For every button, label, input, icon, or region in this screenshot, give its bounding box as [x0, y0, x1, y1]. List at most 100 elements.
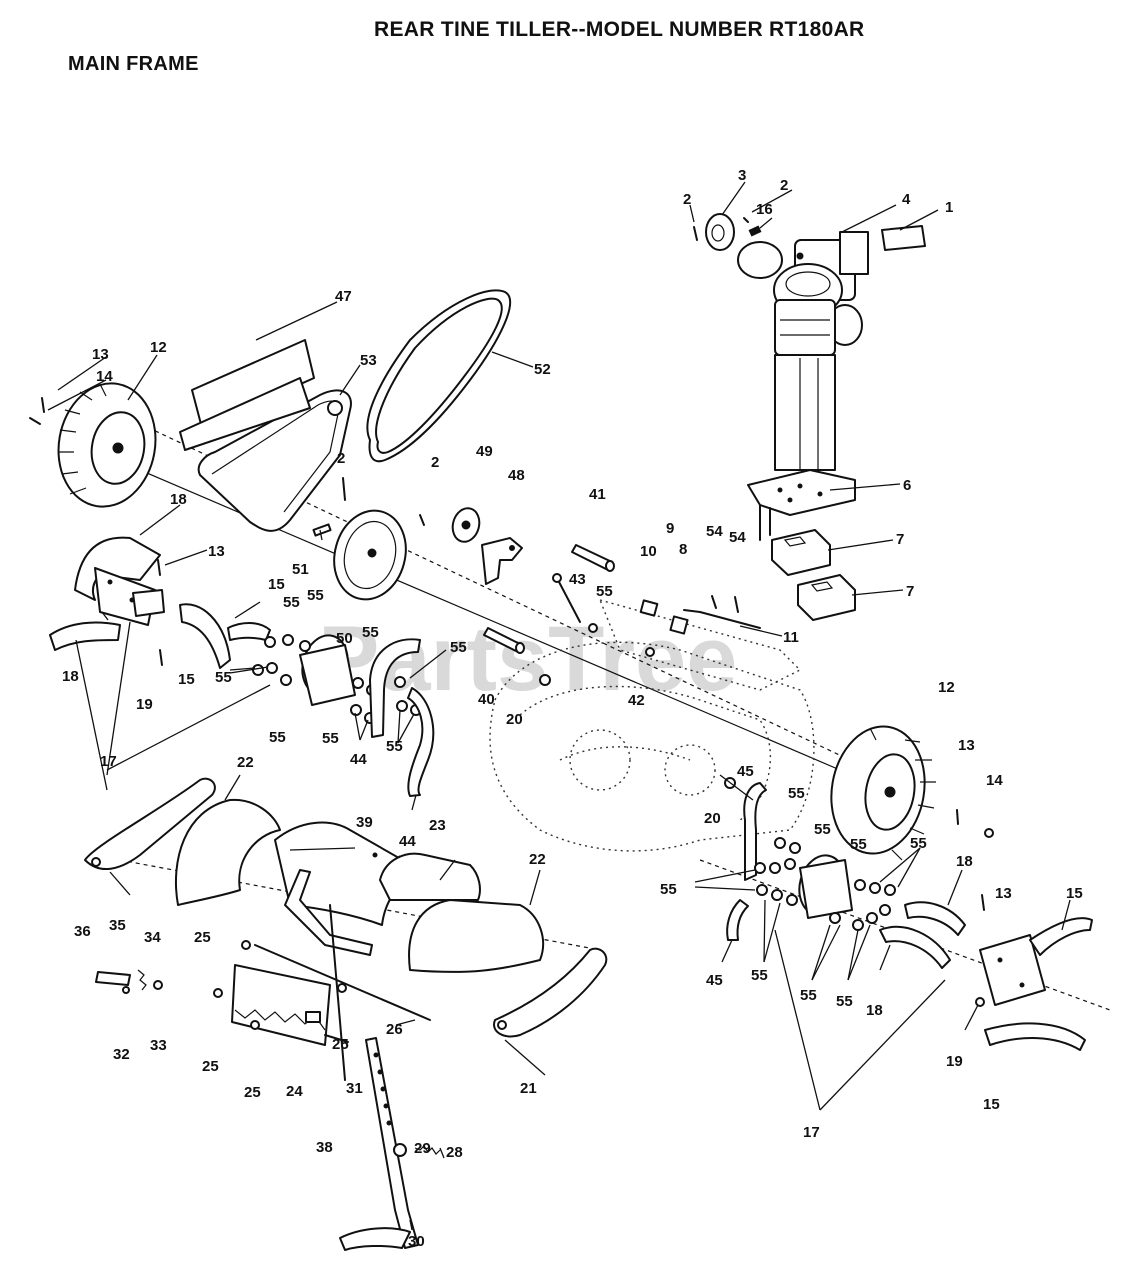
callout: 45	[737, 763, 754, 780]
callout: 49	[476, 443, 493, 460]
callout: 18	[62, 668, 79, 685]
callout: 48	[508, 467, 525, 484]
callout: 14	[96, 368, 113, 385]
callout: 15	[983, 1096, 1000, 1113]
callout: 52	[534, 361, 551, 378]
depth-bar-assembly	[213, 869, 441, 1251]
callout: 24	[286, 1083, 303, 1100]
callout: 25	[332, 1036, 349, 1053]
callout: 10	[640, 543, 657, 560]
callout: 7	[896, 531, 904, 548]
callout: 17	[100, 753, 117, 770]
callout: 51	[292, 561, 309, 578]
callout: 55	[850, 836, 867, 853]
callout: 35	[109, 917, 126, 934]
callout: 15	[1066, 885, 1083, 902]
callout: 20	[506, 711, 523, 728]
callout: 43	[569, 571, 586, 588]
frame-plate	[598, 598, 802, 691]
callout: 55	[596, 583, 613, 600]
callout: 44	[399, 833, 416, 850]
callout: 55	[660, 881, 677, 898]
callout: 14	[986, 772, 1003, 789]
callout: 19	[946, 1053, 963, 1070]
callout: 13	[208, 543, 225, 560]
right-wheel	[830, 725, 994, 861]
callout: 55	[283, 594, 300, 611]
callout: 32	[113, 1046, 130, 1063]
callout: 50	[336, 630, 353, 647]
callout: 18	[170, 491, 187, 508]
callout: 55	[322, 730, 339, 747]
callout: 55	[800, 987, 817, 1004]
callout: 9	[666, 520, 674, 537]
callout: 55	[910, 835, 927, 852]
callout: 25	[202, 1058, 219, 1075]
callout: 22	[529, 851, 546, 868]
callout: 30	[408, 1233, 425, 1250]
callout: 53	[360, 352, 377, 369]
latch-assembly	[95, 969, 163, 994]
tine-shields	[84, 777, 608, 1038]
callout: 38	[316, 1139, 333, 1156]
left-wheel	[29, 382, 157, 508]
callout: 7	[906, 583, 914, 600]
left-tine-assembly	[49, 536, 435, 797]
large-pulley	[333, 509, 407, 601]
cotter-pins	[312, 477, 425, 537]
callout: 25	[194, 929, 211, 946]
callout: 11	[783, 629, 799, 646]
callout: 31	[346, 1080, 363, 1097]
callout: 45	[706, 972, 723, 989]
spacer-blocks	[771, 529, 856, 621]
idler-pulley	[451, 507, 481, 543]
callout: 39	[356, 814, 373, 831]
callout: 34	[144, 929, 161, 946]
callout: 19	[136, 696, 153, 713]
callout: 15	[268, 576, 285, 593]
callout: 55	[307, 587, 324, 604]
callout: 55	[215, 669, 232, 686]
callout: 55	[788, 785, 805, 802]
callout: 2	[683, 191, 691, 208]
callout: 55	[450, 639, 467, 656]
shafts	[483, 544, 615, 654]
callout: 2	[337, 450, 345, 467]
callout: 2	[431, 454, 439, 471]
callout: 54	[706, 523, 723, 540]
callout-numbers: 1 2 2 2 2 3 4 6 7 7 8 9 10 11 12 12 13 1…	[62, 167, 1083, 1250]
tine-housing	[489, 641, 815, 852]
callout: 55	[751, 967, 768, 984]
engine-support-frame	[747, 354, 856, 541]
callout: 55	[836, 993, 853, 1010]
decal-strip	[179, 339, 315, 451]
callout: 29	[414, 1140, 431, 1157]
callout: 54	[729, 529, 746, 546]
engine-pulley	[693, 213, 762, 251]
callout: 12	[938, 679, 955, 696]
drive-belt	[366, 289, 511, 463]
callout: 4	[902, 191, 911, 208]
idler-bracket	[481, 537, 523, 585]
belt-guard	[197, 389, 352, 532]
callout: 13	[995, 885, 1012, 902]
callout: 33	[150, 1037, 167, 1054]
callout: 15	[178, 671, 195, 688]
callout: 47	[335, 288, 352, 305]
callout: 2	[780, 177, 788, 194]
callout: 1	[945, 199, 953, 216]
callout: 18	[866, 1002, 883, 1019]
callout: 18	[956, 853, 973, 870]
leader-lines	[47, 181, 1071, 1231]
callout: 42	[628, 692, 645, 709]
callout: 40	[478, 691, 495, 708]
callout: 22	[237, 754, 254, 771]
callout: 20	[704, 810, 721, 827]
callout: 17	[803, 1124, 820, 1141]
callout: 36	[74, 923, 91, 940]
callout: 13	[958, 737, 975, 754]
callout: 41	[589, 486, 606, 503]
callout: 23	[429, 817, 446, 834]
